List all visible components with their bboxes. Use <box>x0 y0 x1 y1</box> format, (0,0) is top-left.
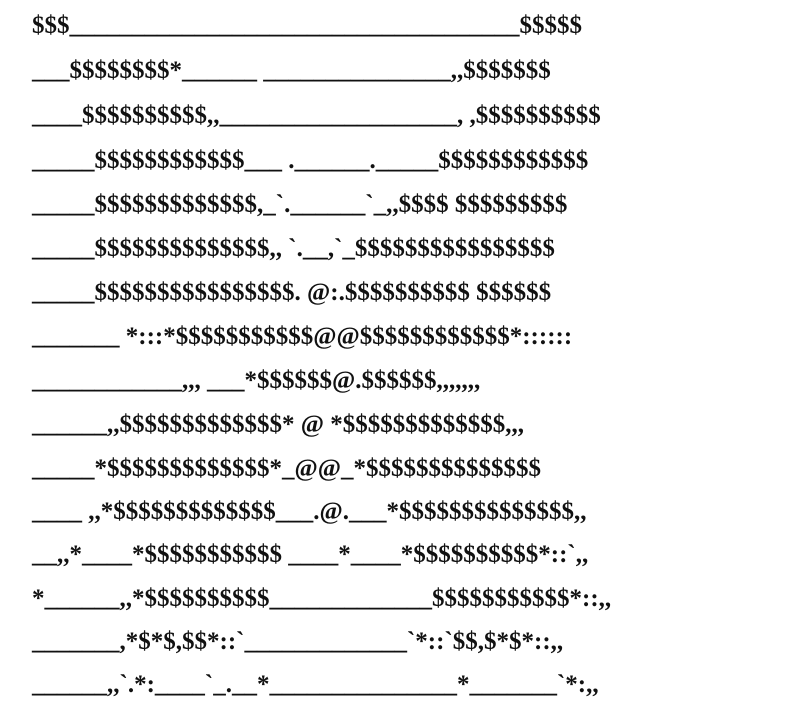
art-line: $$$____________________________________$… <box>32 12 582 39</box>
art-line: ___$$$$$$$$*______ _______________,,$$$$… <box>32 57 551 84</box>
art-line: _____*$$$$$$$$$$$$$*_@@_*$$$$$$$$$$$$$$ <box>32 455 542 482</box>
art-line: ______,,`.*:____`_.__*_______________*__… <box>32 671 599 698</box>
art-line: _____$$$$$$$$$$$$$,_`.______`_,,$$$$ $$$… <box>32 191 568 218</box>
art-line: _____$$$$$$$$$$$$$$,, `.__,`_$$$$$$$$$$$… <box>32 235 555 262</box>
art-line: ____ ,,*$$$$$$$$$$$$$___.@.___*$$$$$$$$$… <box>32 498 587 525</box>
art-line: ____________,,, ___*$$$$$$@.$$$$$$,,,,,,… <box>32 367 481 394</box>
art-line: *______,,*$$$$$$$$$$_____________$$$$$$$… <box>32 585 612 612</box>
art-line: _______ *:::*$$$$$$$$$$$@@$$$$$$$$$$$$*:… <box>32 323 573 350</box>
art-line: _______,*$*$,$$*::`_____________`*::`$$,… <box>32 628 564 655</box>
art-line: ______,,$$$$$$$$$$$$$* @ *$$$$$$$$$$$$$,… <box>32 411 525 438</box>
art-line: ____$$$$$$$$$$,,___________________, ,$$… <box>32 102 601 129</box>
art-line: _____$$$$$$$$$$$$$$$$. @:.$$$$$$$$$$ $$$… <box>32 279 552 306</box>
art-line: __,,*____*$$$$$$$$$$$ ____*____*$$$$$$$$… <box>32 541 589 568</box>
art-line: _____$$$$$$$$$$$$___ .______._____$$$$$$… <box>32 147 589 174</box>
